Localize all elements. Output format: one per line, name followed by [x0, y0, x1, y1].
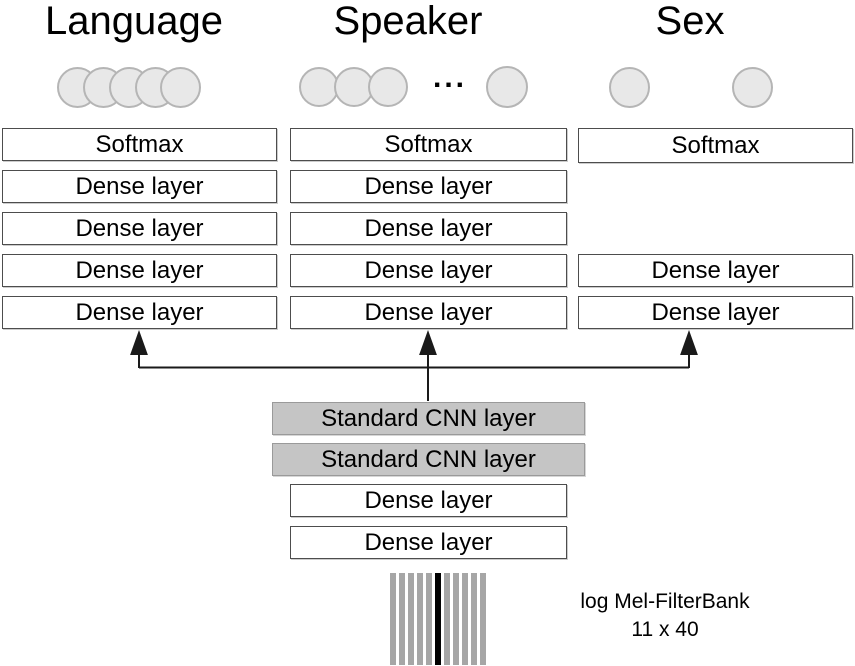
dense-layer-box-language: Dense layer — [2, 170, 277, 203]
center-arrowhead-icon — [419, 330, 437, 355]
column-heading-speaker: Speaker — [333, 0, 483, 43]
softmax-box-language: Softmax — [2, 128, 277, 161]
column-heading-sex: Sex — [655, 0, 725, 43]
standard-cnn-layer-box-1: Standard CNN layer — [272, 402, 585, 435]
ellipsis-more-nodes: ... — [432, 61, 468, 94]
dense-layer-box-sex: Dense layer — [578, 296, 853, 329]
filterbank-stripe — [426, 573, 432, 665]
column-heading-language: Language — [45, 0, 223, 43]
output-node-circle — [160, 67, 201, 108]
left-arrowhead-icon — [130, 330, 148, 355]
filterbank-stripe — [390, 573, 396, 665]
filterbank-stripe — [462, 573, 468, 665]
filterbank-stripe — [480, 573, 486, 665]
output-node-circle — [299, 67, 339, 107]
dense-layer-box-language: Dense layer — [2, 212, 277, 245]
dense-layer-box-trunk-1: Dense layer — [290, 484, 567, 517]
dense-layer-box-speaker: Dense layer — [290, 254, 567, 287]
filterbank-stripe — [408, 573, 414, 665]
filterbank-stripe-current-frame — [435, 573, 441, 665]
filterbank-stripe — [417, 573, 423, 665]
dense-layer-box-speaker: Dense layer — [290, 170, 567, 203]
standard-cnn-layer-box-2: Standard CNN layer — [272, 443, 585, 476]
softmax-box-speaker: Softmax — [290, 128, 567, 161]
dense-layer-box-language: Dense layer — [2, 254, 277, 287]
filterbank-caption-line2: 11 x 40 — [631, 618, 699, 642]
dense-layer-box-sex: Dense layer — [578, 254, 853, 287]
dense-layer-box-trunk-2: Dense layer — [290, 526, 567, 559]
right-arrowhead-icon — [680, 330, 698, 355]
output-node-circle — [609, 67, 650, 108]
output-node-circle — [732, 67, 773, 108]
dense-layer-box-speaker: Dense layer — [290, 296, 567, 329]
softmax-box-sex: Softmax — [578, 128, 853, 163]
dense-layer-box-speaker: Dense layer — [290, 212, 567, 245]
filterbank-caption-line1: log Mel-FilterBank — [580, 590, 750, 613]
filterbank-stripe — [453, 573, 459, 665]
output-node-circle — [368, 67, 408, 107]
filterbank-stripe — [471, 573, 477, 665]
filterbank-stripe — [444, 573, 450, 665]
dense-layer-box-language: Dense layer — [2, 296, 277, 329]
filterbank-stripe — [399, 573, 405, 665]
filterbank-input-graphic — [390, 573, 486, 665]
filterbank-caption: log Mel-FilterBank 11 x 40 — [580, 588, 749, 645]
output-node-circle — [486, 66, 528, 108]
